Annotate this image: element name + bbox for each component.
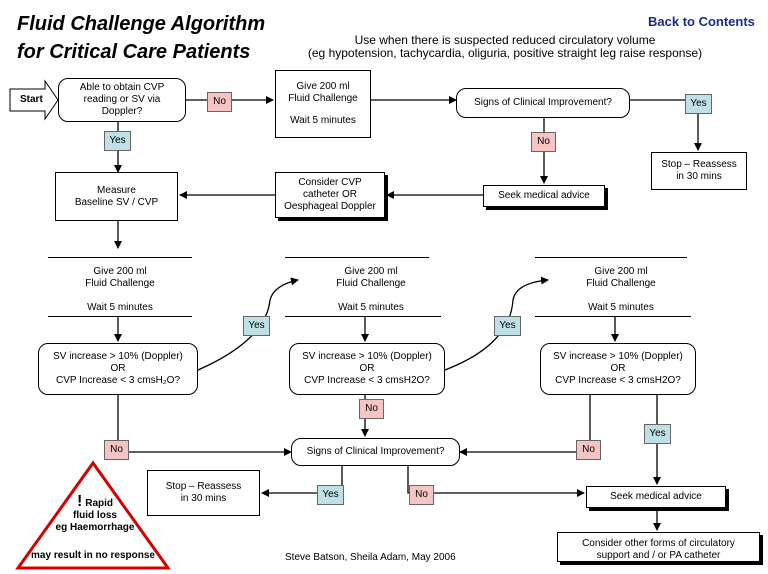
page-title-line1: Fluid Challenge Algorithm [17, 13, 266, 35]
no-tag-signs-bottom: No [409, 485, 434, 505]
warning-line4: may result in no response [31, 550, 155, 561]
col1-top-rule [48, 257, 192, 258]
stop-reassess-top: Stop – Reassess in 30 mins [651, 152, 747, 190]
consider-cvp-line1: Consider CVP [298, 177, 362, 188]
give-fluid-col1: Give 200 ml Fluid Challenge Wait 5 minut… [48, 266, 192, 314]
warning-triangle [15, 460, 171, 570]
sv2-line3: CVP Increase < 3 cmsH2O? [304, 375, 430, 386]
credits: Steve Batson, Sheila Adam, May 2006 [285, 552, 456, 563]
seek-medical-advice-bottom: Seek medical advice [586, 486, 726, 508]
give-col1-line2: Fluid Challenge [85, 278, 155, 289]
start-label: Start [20, 94, 43, 105]
measure-line2: Baseline SV / CVP [74, 196, 159, 208]
consider-other-support: Consider other forms of circulatory supp… [557, 532, 760, 562]
warning-message: !Rapid fluid loss eg Haemorrhage [55, 493, 135, 534]
seek-medical-advice-top: Seek medical advice [483, 185, 605, 207]
able-to-obtain-cvp-decision: Able to obtain CVP reading or SV via Dop… [58, 78, 186, 122]
yes-tag-col3: Yes [644, 424, 671, 444]
sv-increase-decision-col2: SV increase > 10% (Doppler) OR CVP Incre… [289, 343, 445, 395]
stop-top-line1: Stop – Reassess [661, 159, 737, 170]
no-tag-col3: No [576, 440, 601, 460]
col3-bottom-rule [535, 316, 691, 317]
able-line1: Able to obtain CVP [79, 82, 165, 93]
sv3-line3: CVP Increase < 3 cmsH2O? [555, 375, 681, 386]
consider-other-line1: Consider other forms of circulatory [582, 538, 735, 549]
sv3-line1: SV increase > 10% (Doppler) [553, 351, 683, 362]
yes-tag-able: Yes [104, 131, 131, 151]
give-fluid-challenge-top: Give 200 ml Fluid Challenge Wait 5 minut… [275, 70, 371, 138]
no-tag-col2: No [359, 399, 384, 419]
consider-cvp-line2: catheter OR [303, 189, 357, 200]
give-top-line1: Give 200 ml [296, 81, 350, 92]
consider-cvp-catheter: Consider CVP catheter OR Oesphageal Dopp… [275, 172, 385, 218]
give-col2-line1: Give 200 ml [344, 266, 398, 277]
col2-top-rule [285, 257, 429, 258]
stop-reassess-bottom: Stop – Reassess in 30 mins [147, 470, 260, 516]
measure-line1: Measure [97, 184, 136, 196]
give-top-line2: Fluid Challenge [288, 93, 358, 104]
sv-increase-decision-col1: SV increase > 10% (Doppler) OR CVP Incre… [38, 343, 198, 395]
warning-line2: fluid loss [73, 510, 117, 521]
give-col2-line4: Wait 5 minutes [338, 302, 404, 313]
no-tag-col1: No [104, 440, 129, 460]
yes-tag-signs-bottom: Yes [317, 485, 344, 505]
sv2-line2: OR [359, 363, 375, 374]
col3-top-rule [535, 257, 687, 258]
give-col1-line4: Wait 5 minutes [87, 302, 153, 313]
give-fluid-col3: Give 200 ml Fluid Challenge Wait 5 minut… [549, 266, 693, 314]
yes-tag-signs-top: Yes [685, 94, 712, 114]
give-col3-line2: Fluid Challenge [586, 278, 656, 289]
sv-increase-decision-col3: SV increase > 10% (Doppler) OR CVP Incre… [540, 343, 696, 395]
warning-exclaim: ! [76, 493, 83, 510]
give-col3-line4: Wait 5 minutes [588, 302, 654, 313]
sv1-line2: OR [110, 363, 126, 374]
signs-bottom-text: Signs of Clinical Improvement? [306, 446, 445, 457]
yes-tag-col1: Yes [243, 316, 270, 336]
subtitle-line2: (eg hypotension, tachycardia, oliguria, … [307, 46, 703, 60]
consider-other-line2: support and / or PA catheter [596, 550, 721, 561]
give-col2-line2: Fluid Challenge [336, 278, 406, 289]
no-tag-able: No [207, 92, 232, 112]
warning-line1: Rapid [85, 498, 114, 509]
signs-of-improvement-bottom: Signs of Clinical Improvement? [291, 438, 460, 466]
seek-bottom-text: Seek medical advice [610, 491, 702, 502]
seek-top-text: Seek medical advice [498, 190, 590, 201]
able-line3: Doppler? [101, 106, 143, 117]
give-col1-line1: Give 200 ml [93, 266, 147, 277]
stop-bottom-line1: Stop – Reassess [165, 481, 242, 492]
col2-bottom-rule [285, 316, 441, 317]
yes-tag-col2: Yes [494, 316, 521, 336]
signs-of-improvement-top: Signs of Clinical Improvement? [456, 88, 630, 118]
give-fluid-col2: Give 200 ml Fluid Challenge Wait 5 minut… [299, 266, 443, 314]
start-arrow-shape [9, 79, 59, 121]
give-col3-line1: Give 200 ml [594, 266, 648, 277]
able-line2: reading or SV via [83, 94, 161, 105]
sv1-line1: SV increase > 10% (Doppler) [53, 351, 183, 362]
signs-top-text: Signs of Clinical Improvement? [474, 97, 612, 108]
consider-cvp-line3: Oesphageal Doppler [284, 201, 376, 212]
stop-top-line2: in 30 mins [676, 171, 722, 182]
give-top-line4: Wait 5 minutes [290, 115, 356, 126]
back-to-contents-link[interactable]: Back to Contents [648, 14, 755, 29]
give-col1-gap [48, 290, 192, 302]
sv2-line1: SV increase > 10% (Doppler) [302, 351, 432, 362]
give-col2-gap [299, 290, 443, 302]
no-tag-signs-top: No [531, 132, 556, 152]
give-col3-gap [549, 290, 693, 302]
measure-baseline: Measure Baseline SV / CVP [55, 172, 178, 221]
warning-line3: eg Haemorrhage [55, 522, 135, 533]
sv1-line3: CVP Increase < 3 cmsH₂O? [55, 375, 181, 386]
page-title-line2: for Critical Care Patients [17, 41, 251, 63]
stop-bottom-line2: in 30 mins [180, 493, 227, 504]
col1-bottom-rule [48, 316, 192, 317]
sv3-line2: OR [610, 363, 626, 374]
subtitle-line1: Use when there is suspected reduced circ… [354, 33, 656, 47]
